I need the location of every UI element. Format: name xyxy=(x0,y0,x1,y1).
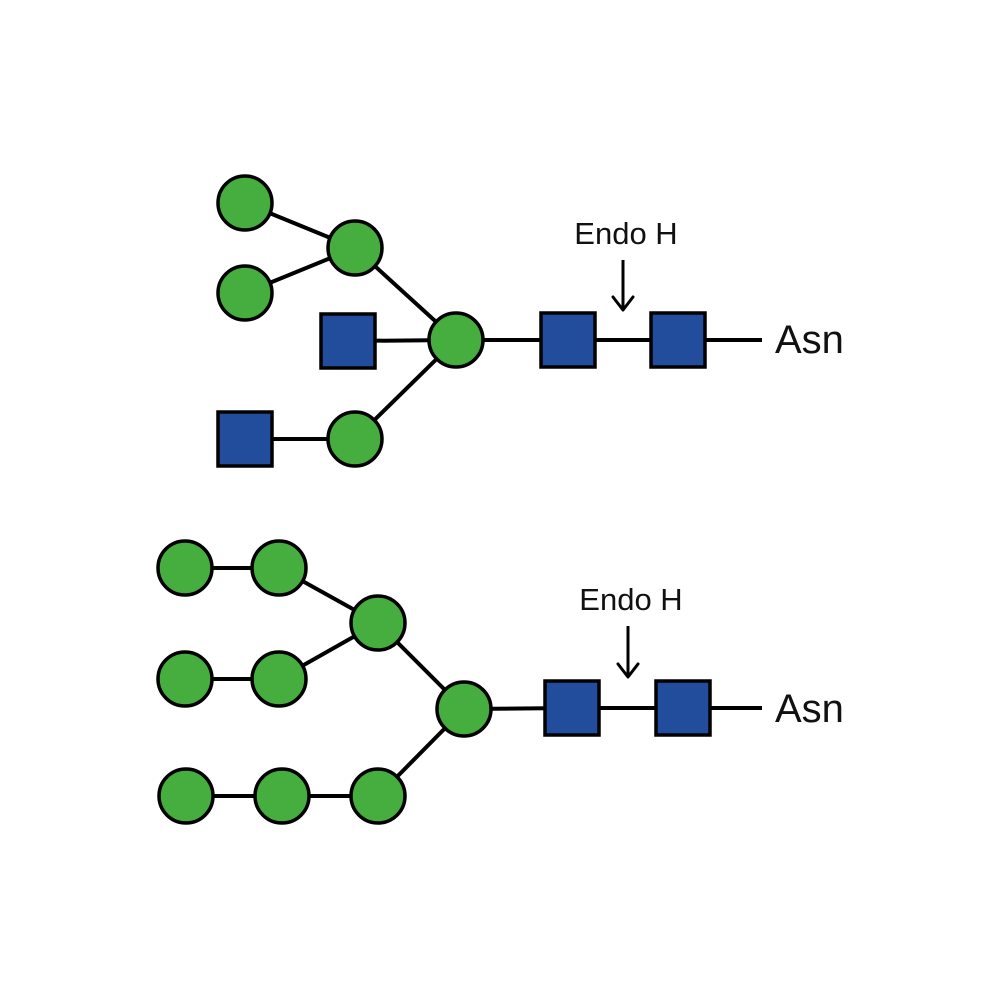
mannose-residue xyxy=(349,594,407,652)
endo-h-label: Endo H xyxy=(574,216,677,251)
mannose-residue xyxy=(326,410,384,468)
mannose-residue xyxy=(326,219,384,277)
glcnac-residue xyxy=(539,311,597,369)
mannose-residue xyxy=(216,264,274,322)
cleavage-arrow-icon xyxy=(616,626,640,679)
mannose-residue xyxy=(156,650,214,708)
glcnac-residue xyxy=(319,312,377,370)
mannose-residue xyxy=(435,680,493,738)
glcnac-residue xyxy=(654,679,712,737)
asn-label: Asn xyxy=(775,687,844,731)
endo-h-label: Endo H xyxy=(579,582,682,617)
mannose-residue xyxy=(250,539,308,597)
mannose-residue xyxy=(349,767,407,825)
mannose-residue xyxy=(157,767,215,825)
mannose-residue xyxy=(156,539,214,597)
glycan-hybrid: Endo H Asn xyxy=(216,174,844,468)
glcnac-residue xyxy=(649,311,707,369)
cleavage-arrow-icon xyxy=(611,260,635,312)
mannose-residue xyxy=(216,174,274,232)
glycan-high-mannose: Endo H Asn xyxy=(156,539,844,825)
asn-label: Asn xyxy=(775,318,844,362)
glcnac-residue xyxy=(216,410,274,468)
mannose-residue xyxy=(253,767,311,825)
mannose-residue xyxy=(427,311,485,369)
glcnac-residue xyxy=(543,679,601,737)
mannose-residue xyxy=(250,650,308,708)
